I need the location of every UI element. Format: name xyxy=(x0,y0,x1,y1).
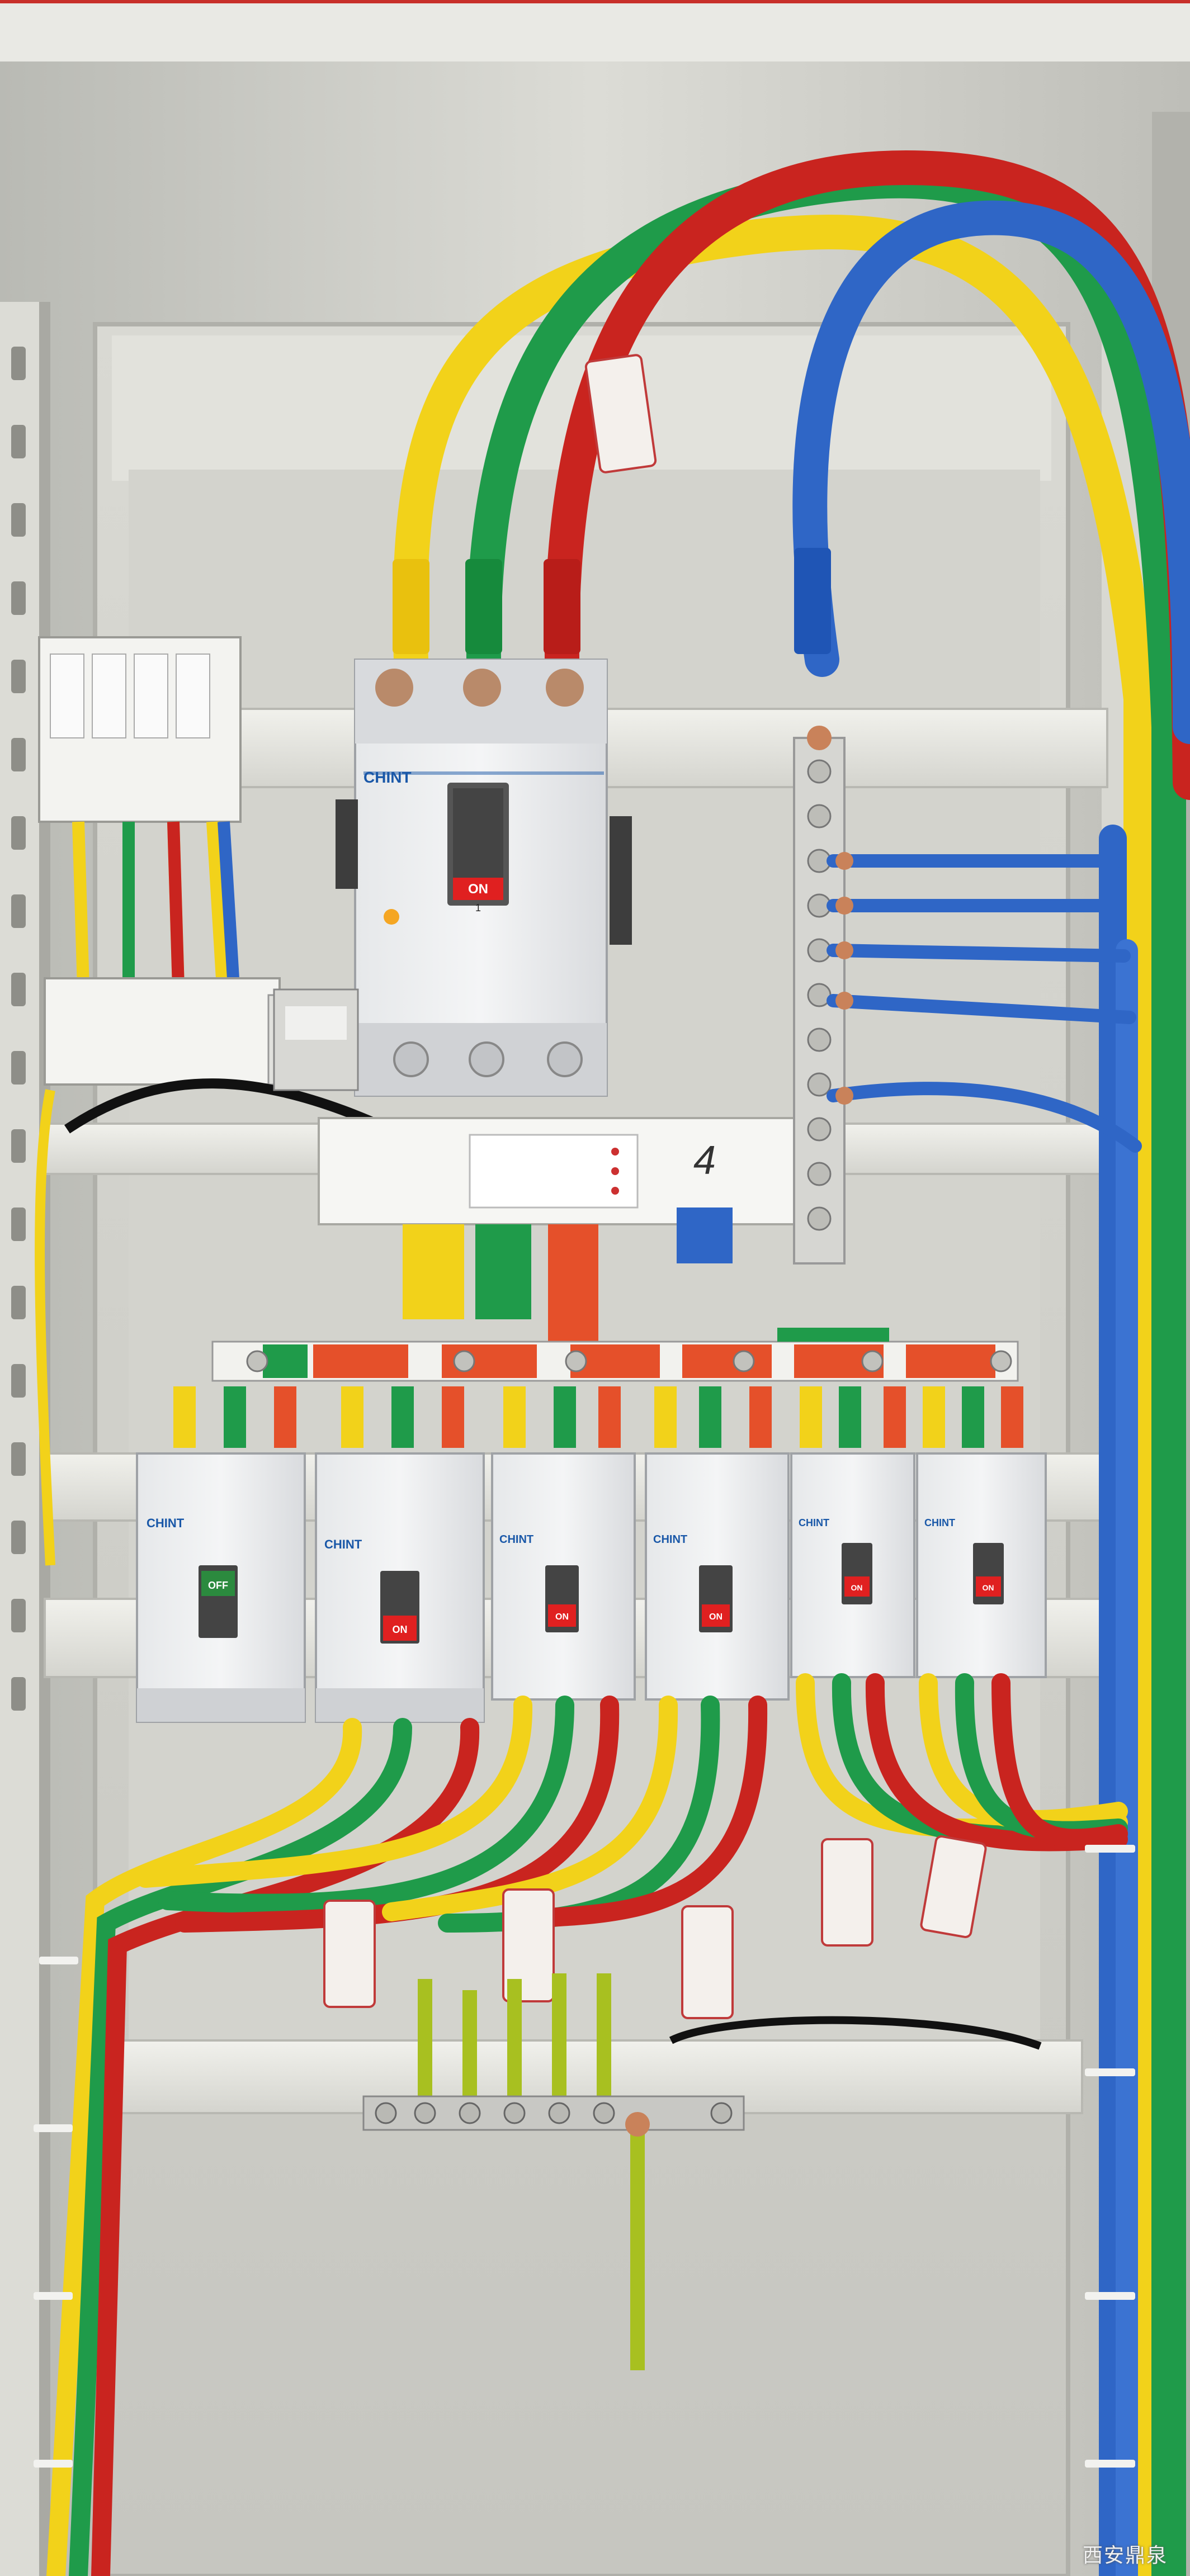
branch-breaker-1-brand: CHINT xyxy=(147,1516,185,1530)
main-breaker-on-label: ON xyxy=(468,882,488,897)
branch-breaker-4-state: ON xyxy=(709,1612,722,1622)
neutral-busbar xyxy=(793,726,1142,1265)
distribution-busbar xyxy=(211,1328,1019,1382)
relay-module xyxy=(273,799,632,1091)
branch-breaker-6-state: ON xyxy=(983,1583,994,1592)
bus-drops xyxy=(403,1208,733,1347)
outgoing-cables xyxy=(46,1673,1128,2576)
branch-breaker-2-brand: CHINT xyxy=(324,1537,362,1551)
branch-breaker-2: CHINT ON xyxy=(315,1452,485,1723)
cable-lug-covers xyxy=(393,548,831,654)
branch-breaker-2-state: ON xyxy=(393,1624,408,1635)
branch-breaker-3: CHINT ON xyxy=(491,1452,636,1701)
branch-breaker-1-state: OFF xyxy=(208,1580,228,1591)
branch-breaker-4: CHINT ON xyxy=(645,1452,790,1701)
surge-protector xyxy=(38,636,242,1007)
branch-breaker-5-state: ON xyxy=(851,1583,863,1592)
cable-ties xyxy=(34,1845,1135,2468)
branch-breaker-3-brand: CHINT xyxy=(499,1533,533,1546)
branch-breaker-3-state: ON xyxy=(555,1612,569,1622)
branch-links xyxy=(173,1386,1023,1448)
cable-tags xyxy=(323,354,987,2019)
handwritten-number: 4 xyxy=(693,1138,716,1183)
branch-breaker-6-brand: CHINT xyxy=(924,1517,955,1528)
branch-breaker-5: CHINT ON xyxy=(790,1452,915,1678)
main-breaker-position-label: 1 xyxy=(475,902,481,913)
watermark: 西安鼎泉 xyxy=(1082,2544,1168,2567)
branch-breaker-5-brand: CHINT xyxy=(799,1517,829,1528)
branch-breaker-6: CHINT ON xyxy=(916,1452,1047,1678)
ground-bar xyxy=(362,1973,1042,2370)
current-transformer-box: 4 xyxy=(318,1117,812,1225)
branch-breaker-4-brand: CHINT xyxy=(653,1533,687,1546)
left-mounting-rail xyxy=(0,302,50,2576)
main-breaker-brand: CHINT xyxy=(363,769,412,786)
incoming-cables xyxy=(393,150,1190,2576)
branch-breaker-1: CHINT OFF xyxy=(136,1452,306,1723)
main-breaker: CHINT ON 1 xyxy=(354,659,608,1097)
